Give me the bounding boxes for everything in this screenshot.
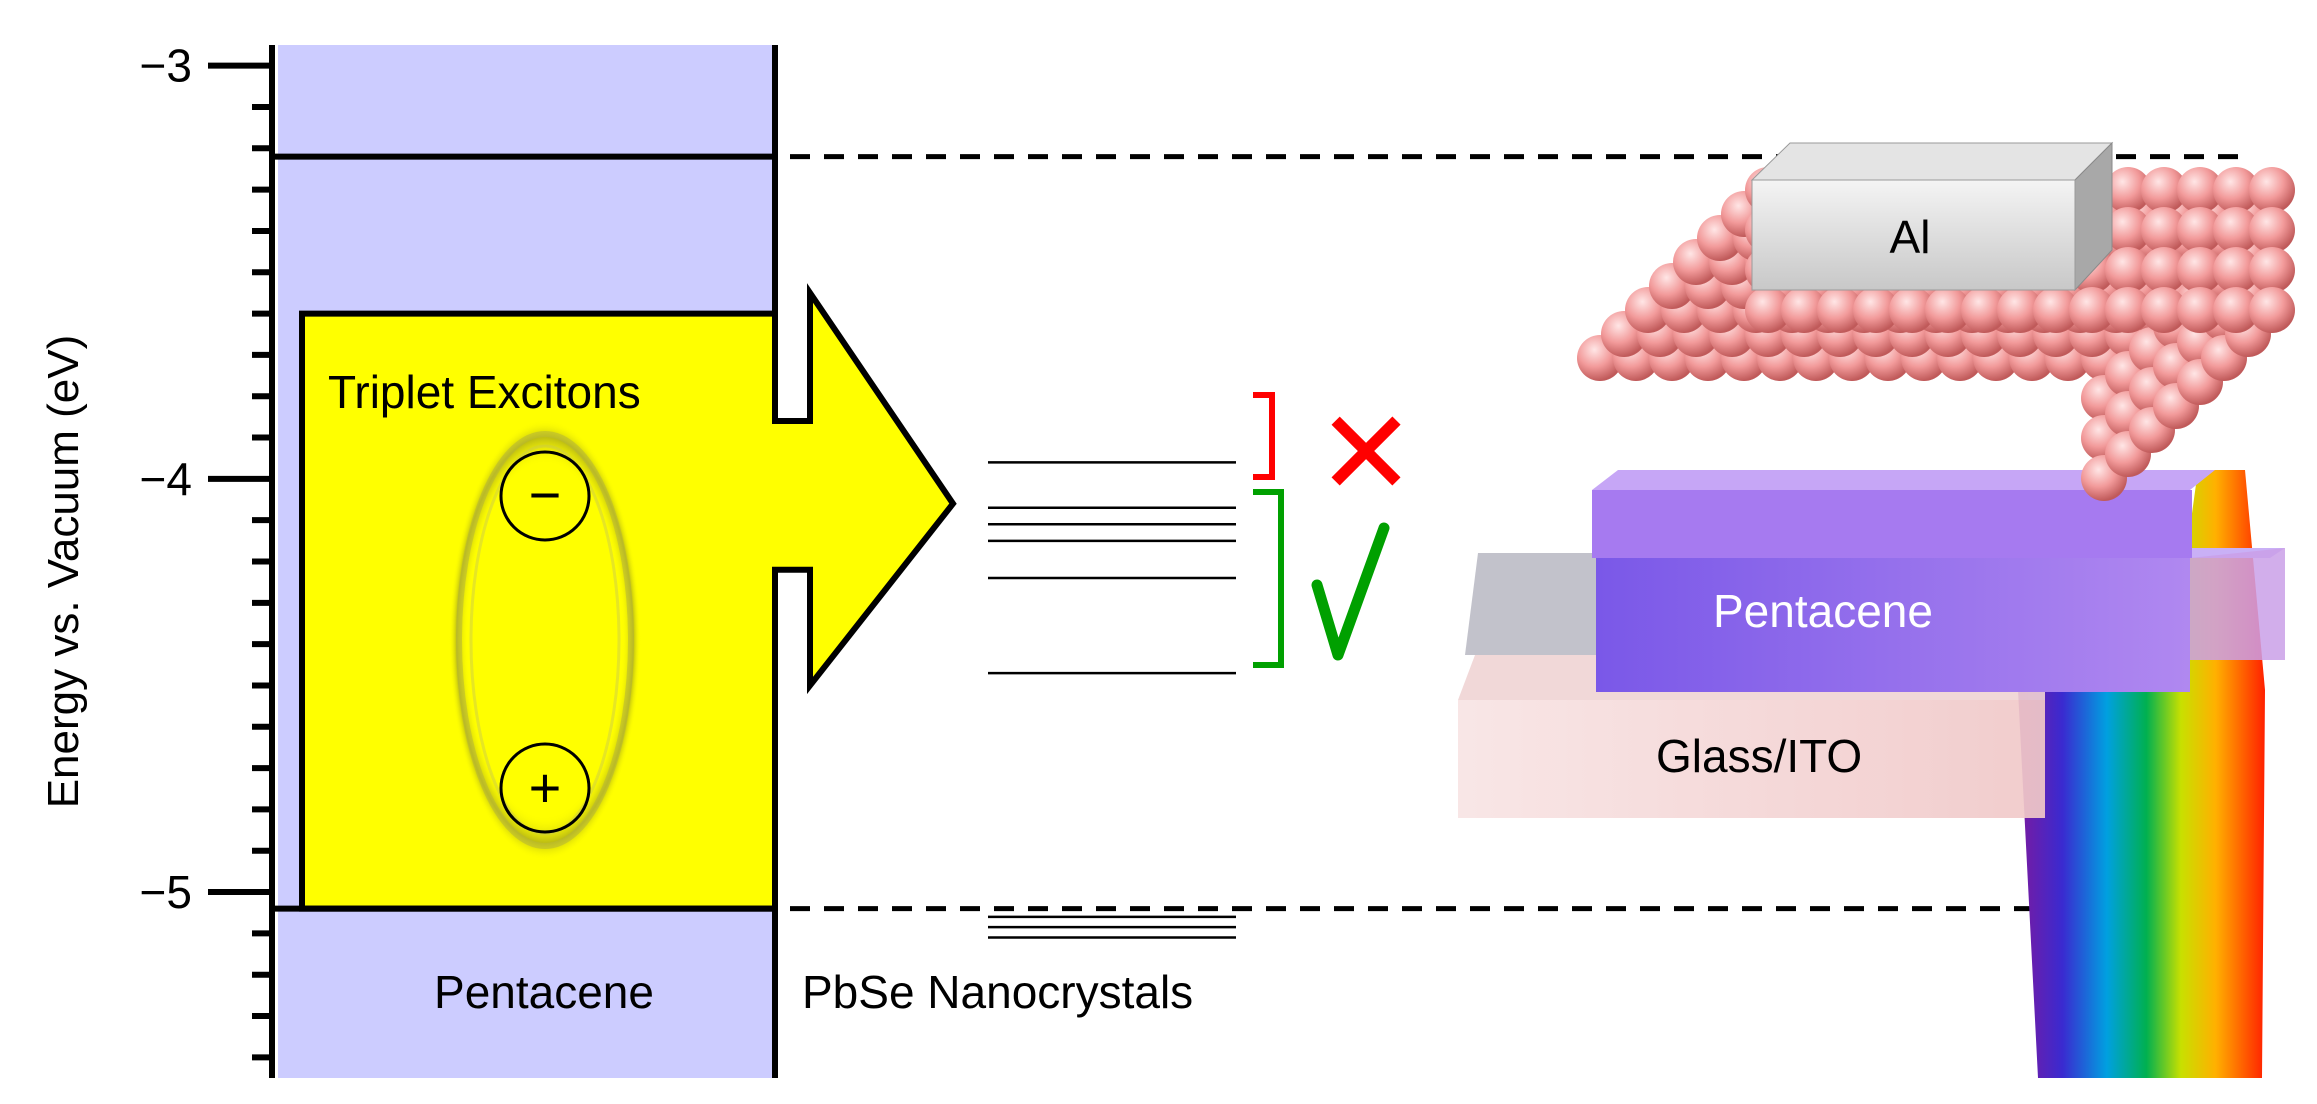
nanocrystal-levels <box>988 461 1236 939</box>
interlayer-top <box>1592 470 2215 490</box>
nanocrystal-sphere <box>2105 287 2151 333</box>
nanocrystal-sphere <box>2177 207 2223 253</box>
nanocrystal-sphere <box>2249 167 2295 213</box>
pentacene-layer-label: Pentacene <box>1713 585 1933 637</box>
forbidden-bracket <box>1253 392 1275 480</box>
exciton-glow <box>449 420 641 860</box>
nanocrystal-sphere <box>2249 207 2295 253</box>
nanocrystal-sphere <box>2213 167 2259 213</box>
nanocrystal-sphere <box>1925 287 1971 333</box>
pentacene-side <box>2190 548 2285 660</box>
nanocrystal-sphere <box>2177 247 2223 293</box>
tick-label: −3 <box>140 40 192 92</box>
pentacene-band-label: Pentacene <box>434 966 654 1018</box>
nanocrystal-sphere <box>2177 287 2223 333</box>
allowed-transfer-mark <box>1253 489 1390 668</box>
al-front <box>1751 179 2076 291</box>
axis-ticks: −3 −4 −5 <box>140 40 272 1061</box>
nanocrystal-sphere <box>2141 167 2187 213</box>
device-schematic: Glass/ITO Pentacene PbSe NCs Al <box>1458 141 2295 1078</box>
triplet-excitons-label: Triplet Excitons <box>328 366 641 418</box>
nanocrystal-sphere <box>2249 287 2295 333</box>
nanocrystal-sphere <box>2069 287 2115 333</box>
nanocrystal-sphere <box>2033 287 2079 333</box>
nanocrystal-sphere <box>2213 287 2259 333</box>
interlayer-front <box>1592 490 2192 558</box>
y-axis-title: Energy vs. Vacuum (eV) <box>39 335 88 809</box>
nanocrystal-sphere <box>1781 287 1827 333</box>
pentacene-front <box>1596 558 2190 692</box>
allowed-bracket <box>1253 489 1284 668</box>
nanocrystal-sphere <box>2141 207 2187 253</box>
nanocrystal-sphere <box>2141 247 2187 293</box>
pbse-ncs-label: PbSe NCs <box>1680 394 1895 446</box>
tick-label: −4 <box>140 453 192 505</box>
exciton-orbit <box>456 431 634 849</box>
pentacene-layer: Pentacene <box>1596 548 2285 692</box>
nanocrystal-sphere <box>2249 247 2295 293</box>
nanocrystal-sphere <box>2105 247 2151 293</box>
forbidden-transfer-mark: ✕ <box>1253 388 1415 520</box>
nanocrystal-sphere <box>1853 287 1899 333</box>
energy-level-panel: −3 −4 −5 Triplet Excitons − + ✕ <box>39 40 2245 1078</box>
glass-ito-label: Glass/ITO <box>1656 730 1862 782</box>
nanocrystal-sphere <box>2213 207 2259 253</box>
electron-circle <box>499 450 591 542</box>
hole-circle <box>499 742 591 834</box>
al-top <box>1750 142 2114 181</box>
nanocrystal-sphere <box>1961 287 2007 333</box>
hole-symbol: + <box>529 756 562 819</box>
cross-icon: ✕ <box>1317 388 1416 520</box>
nanocrystal-sphere <box>1889 287 1935 333</box>
nanocrystal-sphere <box>2213 247 2259 293</box>
nanocrystal-sphere <box>2141 287 2187 333</box>
al-label: Al <box>1890 211 1931 263</box>
tick-label: −5 <box>140 866 192 918</box>
nanocrystal-sphere <box>2105 167 2151 213</box>
al-electrode: Al <box>1750 141 2114 292</box>
nanocrystals-label: PbSe Nanocrystals <box>802 966 1193 1018</box>
nanocrystal-sphere <box>1817 287 1863 333</box>
nanocrystal-sphere <box>2177 167 2223 213</box>
exciton-pair: − + <box>449 420 641 860</box>
pentacene-shadow <box>1465 553 1600 655</box>
nanocrystal-sphere <box>1745 287 1791 333</box>
check-icon <box>1311 522 1390 661</box>
electron-icon: − <box>499 450 591 542</box>
electron-symbol: − <box>529 463 562 526</box>
hole-icon: + <box>499 742 591 834</box>
nanocrystal-sphere <box>2105 207 2151 253</box>
exciton-orbit-inner <box>469 444 621 836</box>
substrate-front <box>1458 700 2045 818</box>
nanocrystal-sphere <box>1997 287 2043 333</box>
